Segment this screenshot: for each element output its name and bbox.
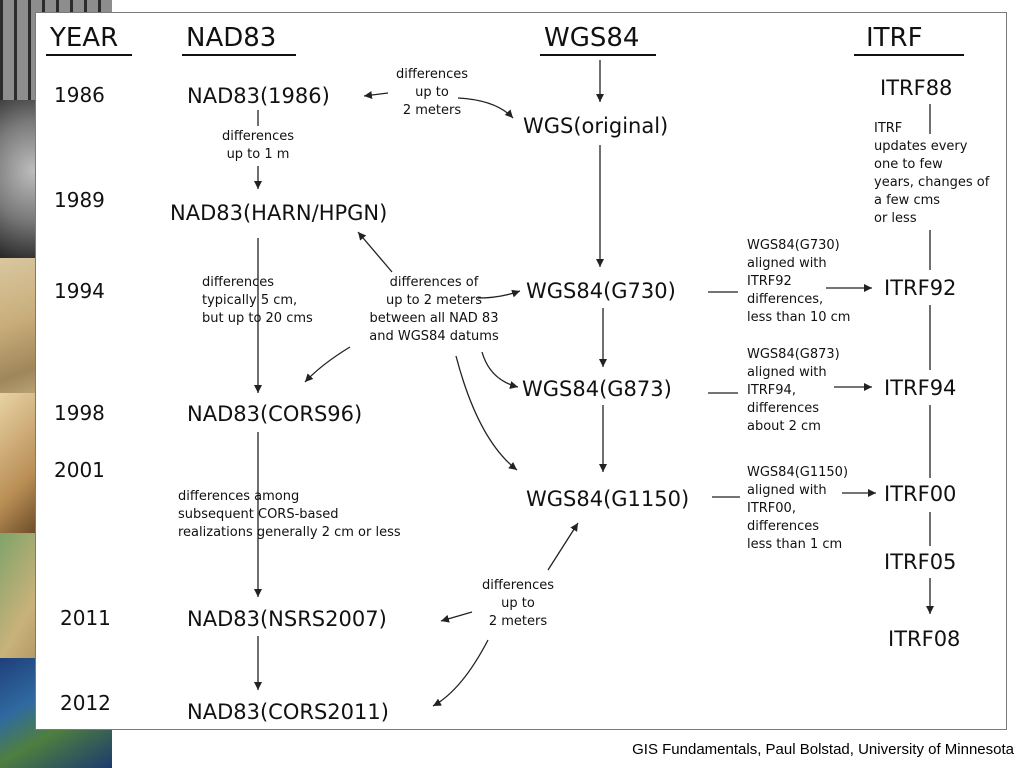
note-line: differences: [481, 578, 555, 593]
note-line: differences of: [389, 275, 479, 290]
note-line: and WGS84 datums: [369, 329, 499, 344]
note-line: ITRF: [874, 121, 903, 136]
note-line: up to: [415, 85, 449, 100]
year-2011: 2011: [60, 606, 111, 630]
diagram-slide: [35, 12, 1007, 730]
datum-wgs-original: WGS(original): [523, 114, 669, 138]
note-line: up to: [501, 596, 535, 611]
header-nad83-underline: [182, 54, 296, 56]
arrow-bottom-to-g1150: [547, 522, 579, 571]
year-2012: 2012: [60, 691, 111, 715]
year-1989: 1989: [54, 188, 105, 212]
arrow-center-to-g873: [481, 351, 519, 389]
datum-itrf00: ITRF00: [884, 482, 957, 506]
note-line: WGS84(G730): [747, 238, 840, 253]
note-line: between all NAD 83: [369, 311, 499, 326]
arrow-top-note-to-wgs-original: [457, 97, 514, 119]
year-1994: 1994: [54, 279, 105, 303]
note-line: subsequent CORS-based: [178, 507, 339, 522]
datum-wgs84-g1150: WGS84(G1150): [526, 487, 690, 511]
header-itrf: ITRF: [866, 23, 923, 53]
datum-itrf94: ITRF94: [884, 376, 957, 400]
note-line: updates every: [874, 139, 968, 154]
datum-itrf92: ITRF92: [884, 276, 957, 300]
note-line: aligned with: [747, 483, 827, 498]
note-line: differences: [747, 401, 820, 416]
note-line: differences among: [178, 489, 300, 504]
note-line: differences: [747, 519, 820, 534]
note-line: less than 10 cm: [747, 310, 851, 325]
header-year-underline: [46, 54, 132, 56]
note-line: but up to 20 cms: [202, 311, 313, 326]
note-center-differences: differences of up to 2 meters between al…: [356, 274, 512, 346]
header-wgs84: WGS84: [544, 23, 640, 53]
note-itrf-updates: ITRF updates every one to few years, cha…: [874, 120, 989, 228]
note-line: differences: [395, 67, 469, 82]
year-2001: 2001: [54, 458, 105, 482]
note-line: differences: [221, 129, 295, 144]
datum-itrf08: ITRF08: [888, 627, 961, 651]
note-line: differences: [202, 275, 275, 290]
note-line: ITRF00,: [747, 501, 796, 516]
note-line: years, changes of: [874, 175, 990, 190]
note-line: WGS84(G873): [747, 347, 840, 362]
arrow-center-to-g1150: [455, 355, 518, 471]
arrow-center-to-cors96: [304, 346, 351, 383]
note-nad-typically-5cm: differences typically 5 cm, but up to 20…: [202, 274, 313, 328]
note-line: ITRF94,: [747, 383, 796, 398]
note-line: or less: [874, 211, 917, 226]
note-cors-realizations: differences among subsequent CORS-based …: [178, 488, 401, 542]
header-nad83: NAD83: [186, 23, 277, 53]
header-wgs84-underline: [540, 54, 656, 56]
note-line: realizations generally 2 cm or less: [178, 525, 401, 540]
note-line: ITRF92: [747, 274, 792, 289]
datum-nad83-cors96: NAD83(CORS96): [187, 402, 363, 426]
note-line: 2 meters: [402, 103, 462, 118]
datum-nad83-1986: NAD83(1986): [187, 84, 330, 108]
year-1986: 1986: [54, 83, 105, 107]
datum-nad83-nsrs2007: NAD83(NSRS2007): [187, 607, 387, 631]
note-line: about 2 cm: [747, 419, 821, 434]
arrow-center-to-harn: [357, 231, 393, 273]
arrow-bottom-to-nsrs2007: [440, 611, 473, 623]
note-g730-aligned: WGS84(G730) aligned with ITRF92 differen…: [747, 237, 850, 327]
note-line: a few cms: [874, 193, 941, 208]
arrow-center-to-g730: [477, 289, 521, 299]
note-g873-aligned: WGS84(G873) aligned with ITRF94, differe…: [747, 346, 840, 436]
arrow-top-note-to-nad1986: [363, 91, 389, 99]
note-line: typically 5 cm,: [202, 293, 298, 308]
note-line: aligned with: [747, 256, 827, 271]
note-line: 2 meters: [488, 614, 548, 629]
datum-wgs84-g730: WGS84(G730): [526, 279, 676, 303]
datum-itrf05: ITRF05: [884, 550, 957, 574]
note-bottom-differences: differences up to 2 meters: [468, 577, 568, 631]
datum-itrf88: ITRF88: [880, 76, 953, 100]
note-top-differences: differences up to 2 meters: [382, 66, 482, 120]
note-line: aligned with: [747, 365, 827, 380]
datum-wgs84-g873: WGS84(G873): [522, 377, 672, 401]
datum-nad83-cors2011: NAD83(CORS2011): [187, 700, 389, 724]
note-line: less than 1 cm: [747, 537, 843, 552]
note-line: up to 1 m: [226, 147, 290, 162]
arrow-bottom-to-cors2011: [432, 639, 489, 707]
year-1998: 1998: [54, 401, 105, 425]
credit-footer: GIS Fundamentals, Paul Bolstad, Universi…: [632, 741, 1014, 758]
note-line: up to 2 meters: [385, 293, 483, 308]
note-line: differences,: [747, 292, 824, 307]
note-nad-up-to-1m: differences up to 1 m: [208, 128, 308, 164]
header-year: YEAR: [50, 23, 119, 53]
note-g1150-aligned: WGS84(G1150) aligned with ITRF00, differ…: [747, 464, 848, 554]
datum-nad83-harn-hpgn: NAD83(HARN/HPGN): [170, 201, 388, 225]
note-line: one to few: [874, 157, 943, 172]
header-itrf-underline: [854, 54, 964, 56]
note-line: WGS84(G1150): [747, 465, 849, 480]
